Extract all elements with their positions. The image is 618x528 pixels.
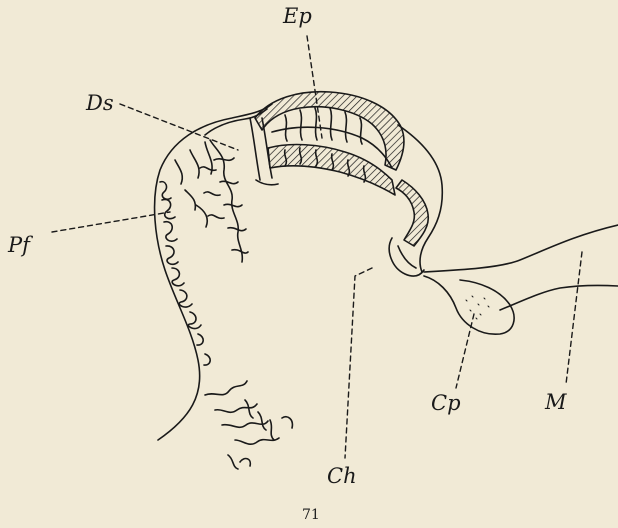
body-outline <box>155 104 272 440</box>
label-pf: Pf <box>8 235 30 256</box>
duct-lumen <box>389 238 424 276</box>
duct-inner <box>396 180 428 246</box>
pf-inner-glands <box>175 142 212 227</box>
label-m: M <box>545 392 567 413</box>
cp-stipple <box>466 296 489 319</box>
page-number: 71 <box>302 508 320 522</box>
label-ds: Ds <box>86 93 114 114</box>
cp-bulb <box>424 276 514 334</box>
m-leader <box>566 252 582 384</box>
label-cp: Cp <box>431 393 461 414</box>
cp-leader <box>456 314 474 388</box>
ep-leader <box>307 36 322 138</box>
label-ep: Ep <box>283 6 312 27</box>
tail-upper <box>424 225 618 272</box>
lower-glands <box>205 381 292 469</box>
label-ch: Ch <box>327 466 357 487</box>
ch-leader <box>345 268 372 458</box>
pf-leader <box>52 212 170 232</box>
ds-gland <box>200 140 248 262</box>
tail-lower <box>500 285 618 310</box>
